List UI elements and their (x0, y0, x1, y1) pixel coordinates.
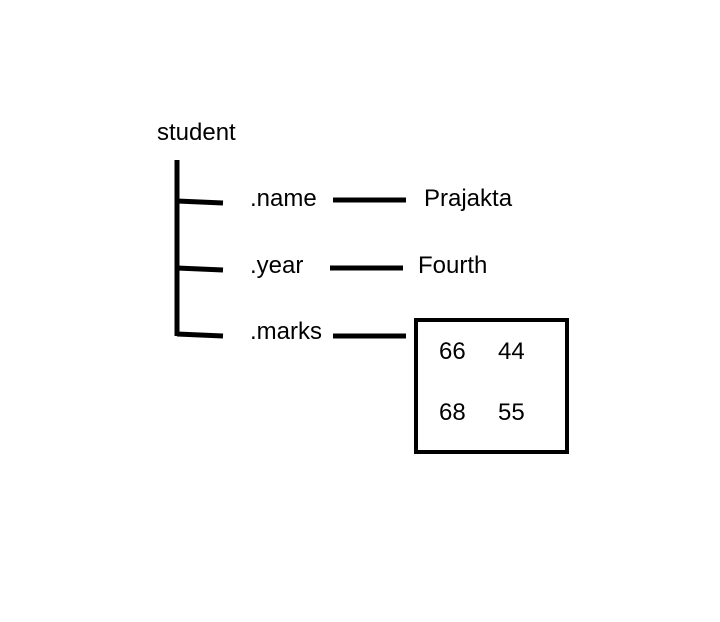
student-label: student (157, 119, 236, 146)
marks-branch-line (176, 331, 224, 339)
marks-array-box (414, 318, 569, 454)
year-field-label: .year (250, 252, 303, 279)
marks-field-label: .marks (250, 318, 322, 345)
marks-value-r1c1: 55 (498, 399, 525, 426)
year-value: Fourth (418, 252, 487, 279)
name-value: Prajakta (424, 185, 513, 212)
year-branch-line (176, 265, 224, 273)
marks-value-r1c0: 68 (439, 399, 466, 426)
marks-value-r0c0: 66 (439, 338, 466, 365)
name-branch-line (176, 198, 224, 206)
marks-value-r0c1: 44 (498, 338, 525, 365)
name-field-label: .name (250, 185, 317, 212)
